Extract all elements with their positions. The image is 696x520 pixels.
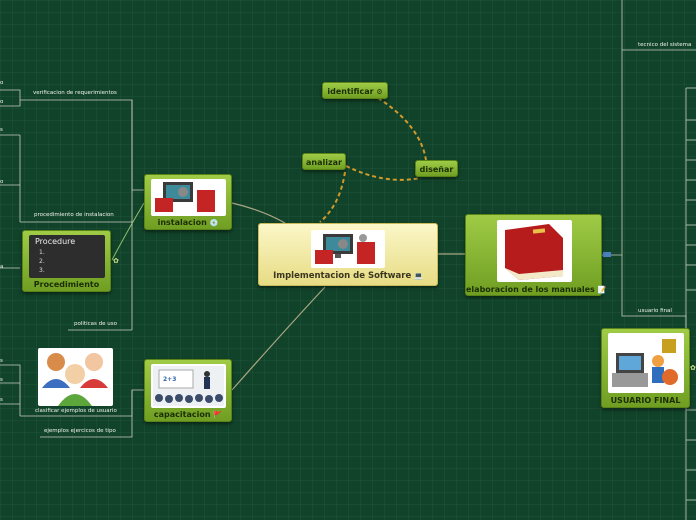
connector-instalacion-procedimiento [111,202,145,261]
topic-instalacion[interactable]: instalacion 💿 [144,174,232,230]
topic-usuario-final-label: USUARIO FINAL [610,396,681,405]
leaf-icon: ✿ [113,257,119,265]
procedure-board-image: Procedure 1. 2. 3. [29,235,105,278]
users-icon [42,353,108,406]
board-item-2: 2. [39,258,45,265]
topic-elaboracion-label: elaboracion de los manuales 📝 [466,285,607,294]
book-image [497,220,572,282]
connector-analizar-disenar [345,165,421,181]
connector-identificar-disenar [377,97,427,161]
branch-politicas[interactable]: politicas de uso [74,321,117,327]
capacitacion-image: 2+3 [151,364,226,408]
leaf-icon: ✿ [690,364,696,372]
connector-central-instalacion [231,202,286,224]
topic-instalacion-label: instalacion 💿 [157,218,219,227]
computer-repair-image [311,230,385,268]
book-icon [505,224,563,280]
memo-icon: 📝 [597,286,607,294]
branch-verificacion[interactable]: verificacion de requerimientos [33,90,117,96]
central-topic-label: Implementacion de Software 💻 [273,271,423,281]
cut-off-label[interactable]: s [0,397,3,403]
gear-icon: ⚙ [376,88,383,96]
svg-text:2+3: 2+3 [163,376,176,383]
topic-usuario-final[interactable]: USUARIO FINAL [601,328,690,408]
branch-usuario-final[interactable]: usuario final [638,308,672,314]
flag-icon: 🚩 [213,411,223,419]
board-item-3: 3. [39,267,45,274]
computer-repair-icon [315,234,375,264]
topic-disenar-label: diseñar [419,165,454,174]
topic-elaboracion[interactable]: elaboracion de los manuales 📝 [465,214,607,296]
instalacion-image [151,179,226,216]
topic-capacitacion-label: capacitacion 🚩 [153,410,223,419]
user-computer-image [608,333,684,393]
board-title: Procedure [35,237,76,246]
cut-off-label[interactable]: a [0,264,4,270]
classroom-icon: 2+3 [153,366,224,406]
link-icon [603,252,611,257]
users-image [38,348,113,406]
topic-procedimiento[interactable]: Procedure 1. 2. 3. Procedimiento [22,230,111,292]
topic-analizar-label: analizar [306,158,342,167]
branch-ejemplos[interactable]: ejemplos ejercicos de tipo [44,428,116,434]
cut-off-label[interactable]: s [0,377,3,383]
connector-central-capacitacion [231,286,326,391]
branch-procedimientos-instalacion[interactable]: procedimiento de instalacion [34,212,114,218]
disc-icon: 💿 [209,219,219,227]
cut-off-label[interactable]: s [0,358,3,364]
computer-repair-icon [155,182,215,212]
cut-off-label[interactable]: o [0,179,4,185]
elaboracion-branch-tree [602,0,696,520]
central-topic[interactable]: Implementacion de Software 💻 [258,223,438,286]
topic-identificar-label: identificar ⚙ [327,87,383,96]
topic-disenar[interactable]: diseñar [415,160,458,177]
connector-analizar-central [319,171,346,223]
topic-identificar[interactable]: identificar ⚙ [322,82,388,99]
board-item-1: 1. [39,249,45,256]
cut-off-label[interactable]: o [0,80,4,86]
cut-off-label[interactable]: o [0,99,4,105]
branch-tecnico[interactable]: tecnico del sistema [638,42,692,48]
capacitacion-branch-tree [0,364,144,438]
laptop-icon: 💻 [414,272,423,280]
topic-procedimiento-label: Procedimiento [33,280,100,289]
topic-capacitacion[interactable]: 2+3 capacitacion 🚩 [144,359,232,422]
topic-analizar[interactable]: analizar [302,153,346,170]
user-computer-icon [612,339,678,387]
cut-off-label[interactable]: s [0,127,3,133]
instalacion-branch-tree [0,89,144,331]
branch-clasificar[interactable]: clasificar ejemplos de usuario [35,408,117,414]
